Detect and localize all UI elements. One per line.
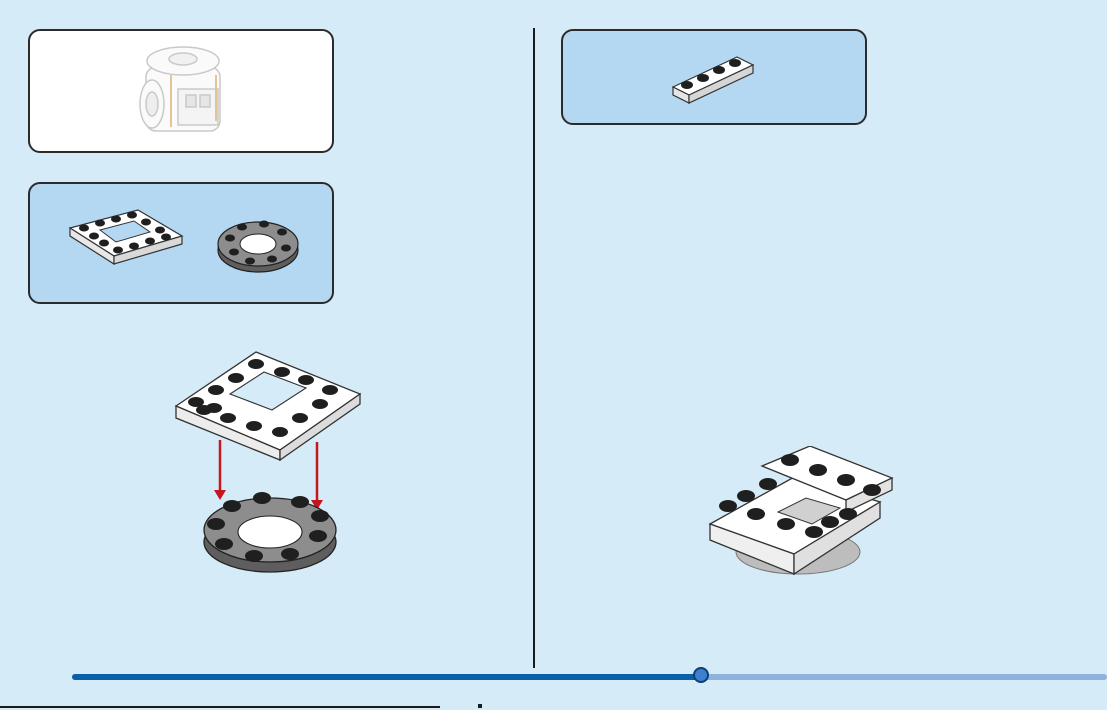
- footer-rule: [0, 706, 440, 708]
- progress-fill: [72, 674, 701, 680]
- model-preview-panel: [28, 29, 334, 153]
- plate-1x4-icon: [561, 29, 867, 125]
- round-plate-icon: [218, 221, 298, 273]
- page-divider: [533, 28, 535, 668]
- parts-needed-panel-right: [561, 29, 867, 125]
- assembly-step-left-icon: [168, 340, 368, 580]
- plate-open-center-icon: [70, 210, 182, 264]
- footer-mark: [478, 704, 482, 708]
- robot-module-icon: [28, 29, 334, 153]
- progress-knob[interactable]: [693, 667, 709, 683]
- parts-needed-panel: [28, 182, 334, 304]
- assembly-step-right-icon: [706, 446, 896, 576]
